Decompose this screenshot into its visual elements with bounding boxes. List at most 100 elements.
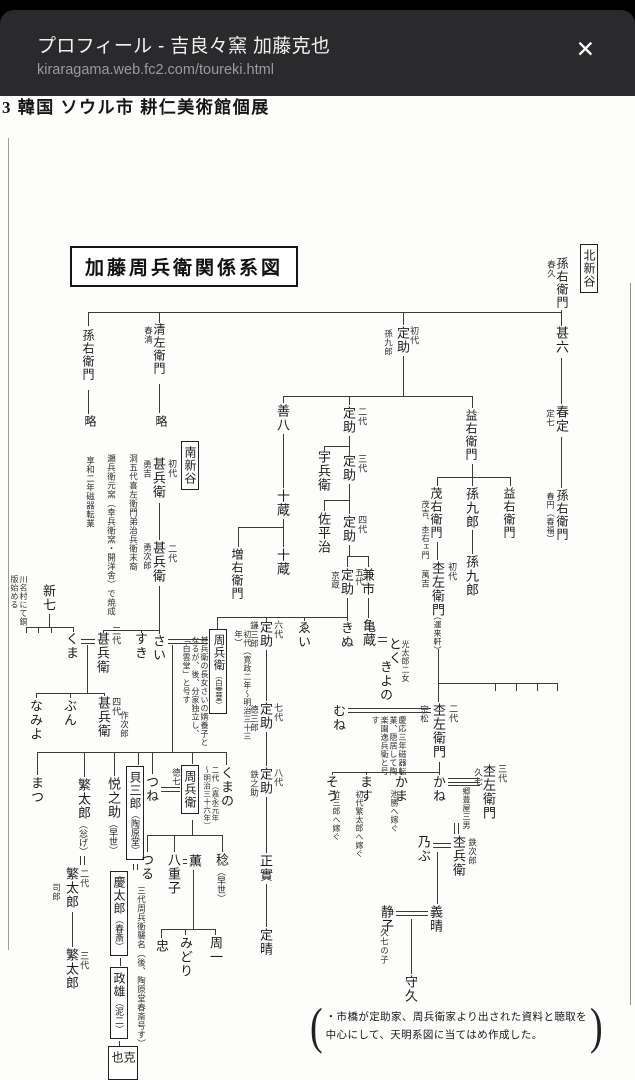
tree-line	[159, 384, 161, 413]
person-jinbei-2: 甚兵衛	[151, 541, 166, 583]
tree-line	[561, 310, 563, 326]
note-shiro: 司郎	[51, 883, 62, 901]
tree-line	[438, 683, 440, 702]
person-jinbei-1: 甚兵衛	[151, 457, 166, 499]
person-kaneichi: 兼市	[360, 568, 375, 596]
tree-line	[349, 436, 351, 446]
person-etsunosuke: 悦之助（早世）	[106, 777, 121, 855]
tree-line	[324, 500, 349, 502]
note-keitaro-note: 三代周兵衛襲名（後、陶原堂春斎号す）	[136, 886, 147, 1048]
note-kama-note: 池勝へ嫁ぐ	[389, 790, 399, 833]
person-kaoru: 薫	[187, 854, 202, 868]
tree-line	[70, 693, 72, 698]
tree-line	[168, 639, 208, 641]
tree-line	[304, 617, 306, 621]
person-toku: とく	[387, 637, 402, 665]
tree-line	[283, 527, 285, 547]
note-kotaro-nijo: 光太郎二女	[400, 640, 410, 683]
person-shuichi: 周一	[208, 936, 223, 964]
note-gen4-jinbei: 四代	[111, 697, 122, 716]
tree-line	[349, 484, 351, 500]
note-shuhei1-gen: 初代（寛政二年～明治三十三年）	[233, 630, 252, 741]
person-shigetaro-1: 繁太郎（忩げ）	[76, 778, 91, 856]
person-box-minamishintani: 南新谷	[181, 441, 199, 490]
note-gen6-sadasuke: 六代	[273, 620, 284, 639]
person-namiyo: なみよ	[28, 699, 43, 741]
person-juzo-1: 十蔵	[275, 489, 290, 517]
note-gen3-shigetaro: 三代	[79, 951, 90, 970]
person-ei: ゑい	[296, 621, 311, 649]
person-kama: かま	[393, 775, 408, 803]
tree-line	[103, 630, 105, 633]
tree-line	[114, 752, 116, 776]
person-kane: かね	[431, 775, 446, 803]
tree-line	[84, 752, 86, 777]
person-bun: ぶん	[62, 699, 77, 727]
person-kuma: くま	[64, 632, 79, 660]
person-magokuro-1: 孫九郎	[464, 487, 479, 529]
tree-line	[51, 627, 53, 633]
tree-line	[378, 637, 387, 639]
note-sadashichi: 定七	[545, 409, 556, 427]
person-sadasuke-4: 定助	[341, 515, 356, 543]
person-kinu: きぬ	[339, 621, 354, 649]
note-kamasaburo: 鎌三郎	[249, 621, 260, 648]
tree-line	[37, 752, 39, 775]
note-haruma: 春円（春福）	[545, 492, 555, 543]
person-juzo-2: 十蔵	[275, 548, 290, 576]
tree-line	[226, 752, 228, 765]
tree-line	[141, 630, 143, 633]
person-harusada: 春定	[554, 405, 569, 433]
tree-line	[266, 732, 268, 766]
person-sadaharu: 定晴	[258, 928, 273, 956]
person-mune: むね	[331, 704, 346, 732]
tree-line	[217, 617, 219, 629]
tree-line	[161, 929, 163, 938]
tree-line	[439, 762, 441, 772]
person-nobu: 乃ぶ	[416, 835, 431, 863]
tree-line	[433, 843, 451, 845]
tree-line	[349, 545, 351, 556]
tree-line	[348, 708, 431, 710]
tree-line	[133, 864, 135, 870]
tree-line	[49, 614, 51, 627]
tree-line	[448, 781, 480, 783]
tree-line	[103, 630, 159, 632]
tree-line	[88, 312, 90, 326]
tree-line	[472, 396, 474, 408]
tree-line	[349, 446, 351, 454]
note-gotoya: 郷豊屋三男	[461, 787, 471, 830]
tree-line	[347, 617, 349, 621]
close-icon[interactable]: ✕	[575, 36, 595, 62]
tree-line	[439, 772, 441, 775]
note-jinbei-note3: 享和二年磁器転業	[85, 456, 96, 528]
person-masuemon: 増右衛門	[230, 548, 244, 600]
person-mokuzaemon-3: 杢左衛門	[481, 764, 496, 820]
tree-line	[147, 835, 222, 837]
person-morihisa: 守久	[403, 975, 418, 1003]
tree-line	[215, 929, 217, 935]
tree-line	[516, 683, 518, 691]
note-gen3-moku: 三代	[497, 764, 508, 783]
person-mokuzaemon-2: 杢左衛門	[431, 703, 446, 759]
diagram-title: 加藤周兵衛関係系図	[70, 246, 299, 287]
tree-line	[36, 693, 38, 698]
tree-line	[324, 446, 326, 450]
tree-line	[38, 627, 40, 633]
tree-line	[396, 915, 428, 917]
person-yaeko: 八重子	[166, 853, 181, 895]
tree-line	[472, 477, 474, 486]
person-masuemon-2: 益右衛門	[502, 487, 516, 539]
tree-line	[183, 863, 187, 865]
person-suki: すき	[133, 632, 148, 660]
note-gen1-sadasuke: 初代	[409, 326, 420, 345]
person-uhei: 宇兵衛	[316, 450, 331, 492]
note-moku2-note: 慶応三年磁器転業、隠居して陶楽園逸兵衛と号す	[371, 716, 407, 776]
note-mankichi: 萬吉	[420, 570, 431, 588]
person-sadasuke-3: 定助	[341, 454, 356, 482]
tree-line	[266, 884, 268, 927]
tree-line	[396, 911, 428, 913]
person-tadashi: 忠	[154, 939, 169, 953]
person-masao: 政雄（泥二）	[110, 967, 128, 1039]
